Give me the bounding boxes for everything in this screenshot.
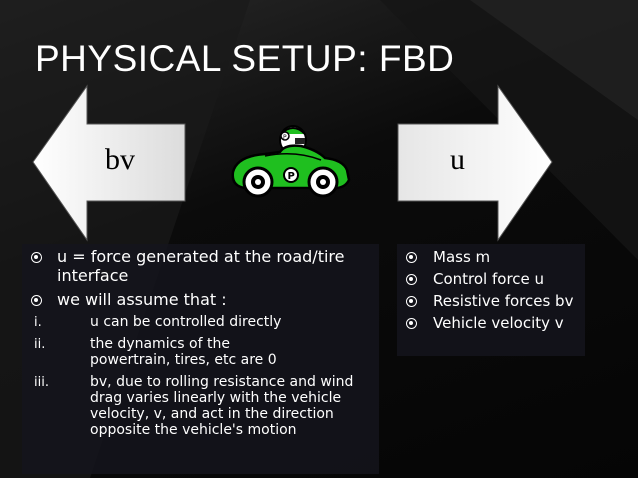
bullet-force-line1: u = force generated at the road/tire	[57, 247, 345, 266]
resistive-force-arrow	[32, 84, 186, 242]
race-car-icon: P P	[231, 125, 351, 198]
item-number: iii.	[34, 375, 49, 390]
item-number: ii.	[34, 337, 46, 352]
item-number: i.	[34, 315, 42, 330]
svg-text:P: P	[283, 134, 287, 141]
assumptions-panel: u = force generated at the road/tire int…	[22, 244, 379, 474]
assumption-item-3-line3: velocity, v, and act in the direction	[90, 406, 334, 422]
arrow-label-bv: bv	[105, 143, 135, 176]
assumption-item-3-line4: opposite the vehicle's motion	[90, 422, 297, 438]
slide-title: PHYSICAL SETUP: FBD	[35, 38, 455, 79]
bullet-icon	[406, 318, 417, 329]
bullet-icon	[406, 296, 417, 307]
control-force-arrow	[397, 84, 553, 242]
assumption-item-2-line1: the dynamics of the	[90, 336, 230, 352]
bullet-icon	[406, 252, 417, 263]
assumption-item-1: u can be controlled directly	[90, 314, 282, 330]
bullet-assume: we will assume that :	[57, 290, 227, 309]
variables-panel: Mass m Control force u Resistive forces …	[397, 244, 585, 356]
assumption-item-3-line2: drag varies linearly with the vehicle	[90, 390, 342, 406]
bullet-icon	[406, 274, 417, 285]
variable-item: Control force u	[433, 270, 545, 288]
arrow-label-u: u	[450, 143, 465, 176]
assumption-item-3-line1: bv, due to rolling resistance and wind	[90, 374, 354, 390]
svg-text:P: P	[288, 171, 295, 182]
bullet-icon	[31, 295, 42, 306]
bullet-icon	[31, 252, 42, 263]
variable-item: Mass m	[433, 248, 491, 266]
assumption-item-2-line2: powertrain, tires, etc are 0	[90, 352, 277, 368]
variable-item: Vehicle velocity v	[433, 314, 564, 332]
variable-item: Resistive forces bv	[433, 292, 574, 310]
bullet-force-line2: interface	[57, 266, 129, 285]
